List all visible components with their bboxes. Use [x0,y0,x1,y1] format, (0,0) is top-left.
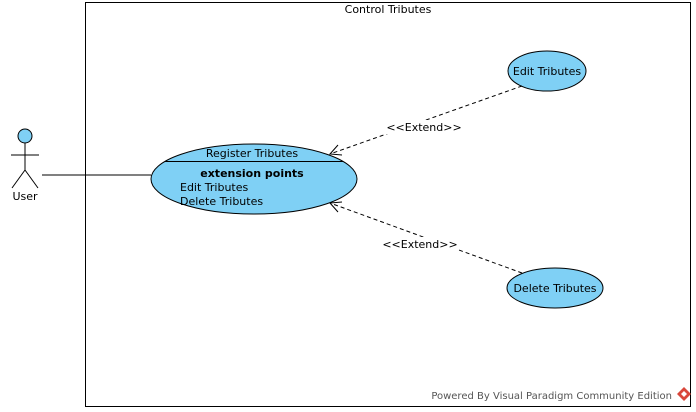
footer-watermark: Powered By Visual Paradigm Community Edi… [431,391,672,402]
visual-paradigm-logo-icon [677,387,691,401]
actor-head [17,128,33,144]
actor-label: User [12,190,38,203]
system-boundary [85,2,691,407]
edit-label: Edit Tributes [513,65,582,78]
delete-ellipse [506,267,604,309]
extension-point-edit: Edit Tributes [180,181,249,194]
extension-points-heading: extension points [200,167,304,180]
extend-edit-arrowhead [328,144,343,156]
delete-label: Delete Tributes [513,282,596,295]
extend-delete-line [329,202,523,274]
extend-edit-label: <<Extend>> [386,121,461,134]
extension-point-delete: Delete Tributes [180,195,263,208]
extend-delete-arrowhead [328,201,343,213]
extend-delete-relation[interactable]: <<Extend>> [328,201,523,274]
extend-delete-label: <<Extend>> [382,238,457,251]
extend-delete-label-bg [382,237,458,251]
usecase-register-tributes[interactable]: Register Tributes extension points Edit … [150,143,358,215]
extend-edit-relation[interactable]: <<Extend>> [328,85,523,156]
actor-right-leg [24,169,39,189]
actor-left-leg [11,169,26,189]
edit-ellipse [507,50,587,92]
system-title: Control Tributes [345,3,432,16]
usecase-edit-tributes[interactable]: Edit Tributes [507,50,587,92]
register-title: Register Tributes [206,147,299,160]
extend-edit-label-bg [386,120,462,134]
usecase-delete-tributes[interactable]: Delete Tributes [506,267,604,309]
actor-user[interactable]: User [11,128,39,203]
